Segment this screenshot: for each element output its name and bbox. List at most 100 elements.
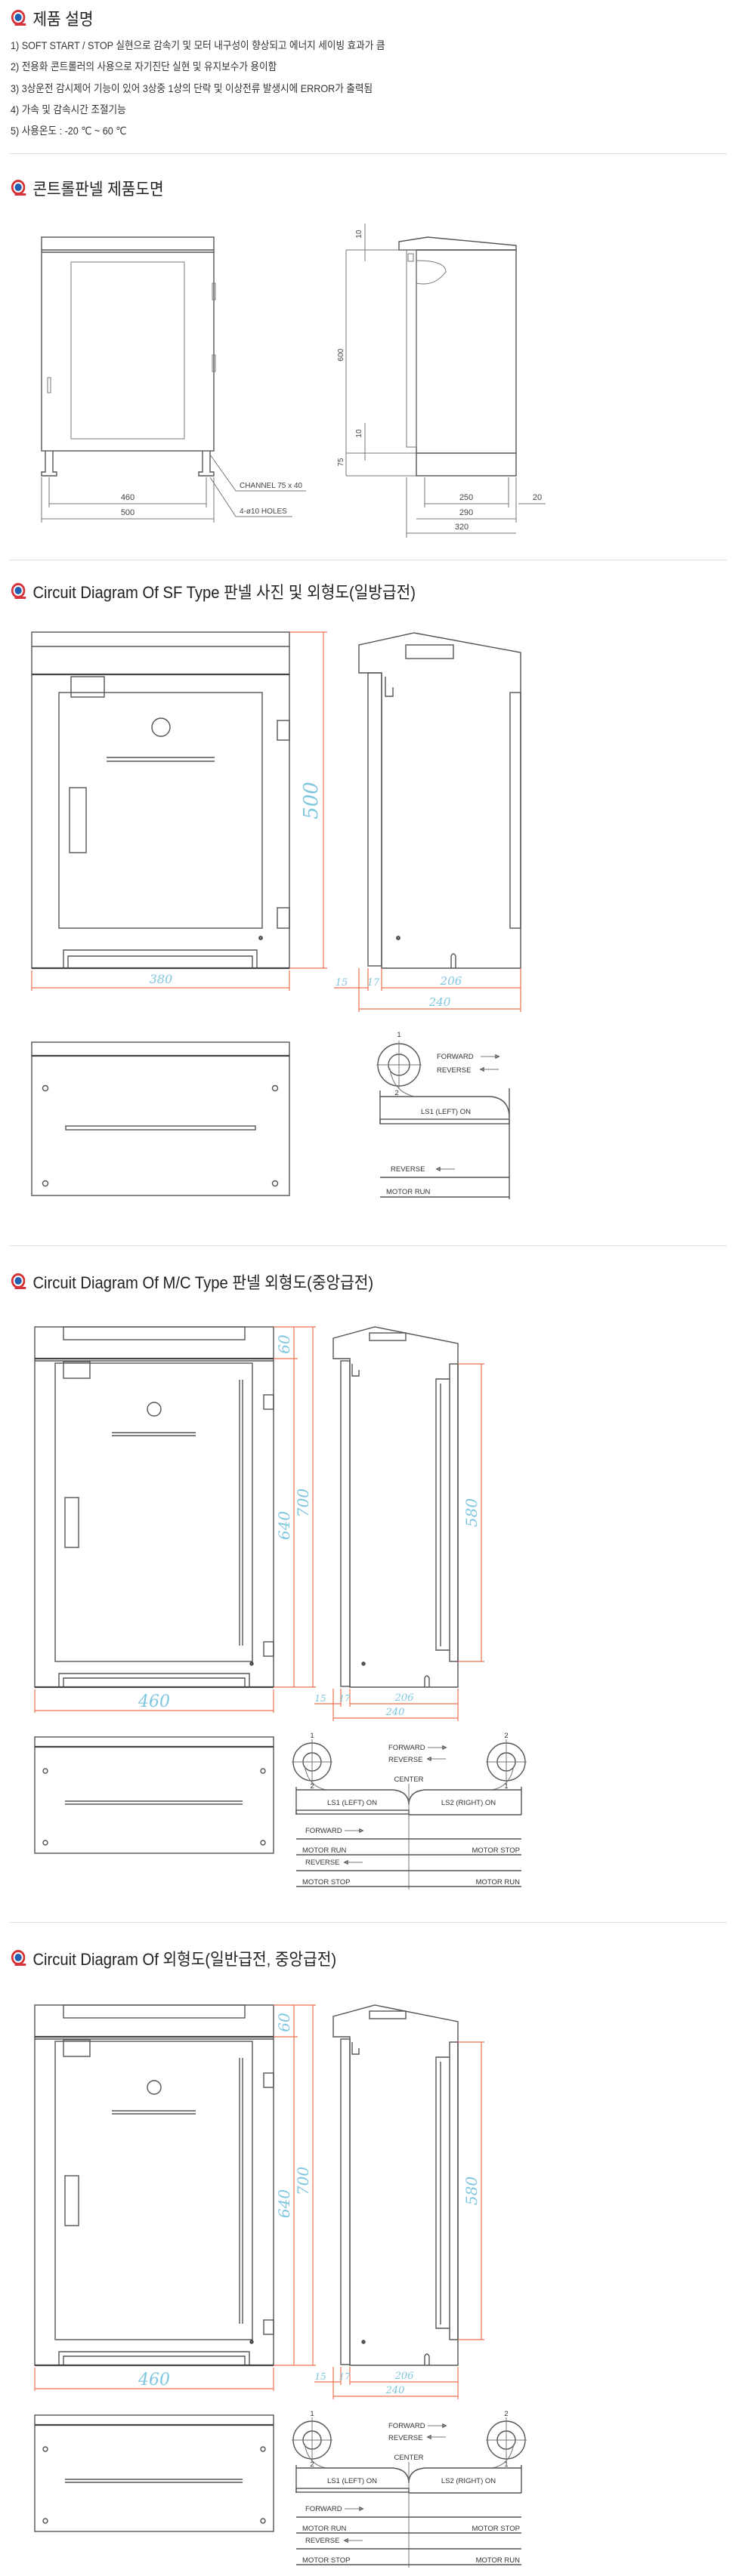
dimension-label: 15	[336, 977, 348, 989]
pulley-number: 2	[394, 1089, 398, 1097]
dimension-label: 250	[459, 493, 473, 502]
cabinet-body	[34, 2004, 274, 2366]
bolt	[424, 1675, 430, 1687]
bottom-view	[34, 1736, 274, 1854]
hook	[407, 253, 414, 262]
screw	[396, 936, 400, 940]
legend-label: CENTER	[394, 2454, 423, 2462]
door-handle	[69, 787, 87, 853]
callout-leader	[209, 477, 292, 517]
hinge	[263, 1394, 274, 1410]
row-label: MOTOR STOP	[302, 2556, 351, 2565]
top-bar	[63, 1326, 246, 1340]
door	[54, 2041, 253, 2340]
row-label: MOTOR RUN	[302, 1846, 347, 1855]
section-bullet-icon	[11, 1273, 26, 1291]
door	[58, 692, 263, 929]
row-label: MOTOR RUN	[476, 2556, 521, 2565]
dimension-label: 15	[314, 2371, 326, 2382]
switch-label: LS2 (RIGHT) ON	[441, 1799, 496, 1807]
dimension-label: 240	[428, 995, 451, 1009]
door-edge	[340, 1360, 351, 1687]
dimension-label: 15	[314, 1693, 326, 1704]
mounting-hole	[271, 1084, 279, 1092]
dimension-label: 460	[138, 2371, 170, 2389]
roof-block	[369, 2010, 407, 2019]
cable	[491, 1765, 515, 1791]
pulley-number: 1	[397, 1031, 400, 1039]
row-label: MOTOR RUN	[386, 1188, 431, 1196]
door-edge	[406, 249, 417, 448]
arrow-right-icon	[359, 2506, 364, 2512]
mounting-hole	[42, 1768, 48, 1774]
callout-label: 4-ø10 HOLES	[240, 507, 287, 516]
hinge-block	[63, 2039, 91, 2057]
desc-item: 1) SOFT START / STOP 실현으로 감속기 및 모터 내구성이 …	[11, 39, 385, 51]
door-edge	[367, 672, 382, 967]
hinge-block	[70, 676, 105, 698]
hinge	[263, 1641, 274, 1657]
indicator-lamp	[151, 717, 171, 737]
cable	[304, 1765, 327, 1791]
roof-block	[405, 644, 454, 659]
row-label: REVERSE	[305, 2537, 339, 2545]
section-divider	[9, 153, 727, 154]
mounting-hole	[260, 1768, 266, 1774]
section-heading-sf-type: Circuit Diagram Of SF Type 판넬 사진 및 외형도(일…	[11, 579, 416, 603]
dimension-label: 17	[367, 977, 380, 989]
section-title: Circuit Diagram Of 외형도(일반급전, 중앙급전)	[32, 1950, 337, 1969]
row-label: MOTOR RUN	[302, 2525, 347, 2533]
mounting-hole	[260, 2518, 266, 2524]
cabinet-bottom	[34, 2414, 274, 2532]
screw	[258, 936, 263, 940]
hinge	[277, 907, 290, 929]
side-rail	[449, 1363, 459, 1662]
arrow-left-icon	[435, 1166, 441, 1172]
screw	[249, 1661, 254, 1666]
mounting-hole	[271, 1180, 279, 1187]
row-label: FORWARD	[305, 1827, 342, 1835]
hook	[351, 1364, 360, 1377]
hatched-band	[295, 2488, 410, 2493]
legend-label: REVERSE	[388, 1756, 422, 1764]
dimension-label: 206	[394, 1692, 414, 1704]
section-bullet-icon	[11, 582, 26, 600]
row-label: MOTOR STOP	[472, 2525, 520, 2533]
pulley-number: 2	[310, 1782, 314, 1791]
mounting-hole	[42, 2518, 48, 2524]
dimension-label: 60	[275, 2013, 293, 2032]
door-handle	[64, 2175, 79, 2226]
arrow-left-icon	[343, 1859, 348, 1865]
dimension-label: 240	[385, 2385, 405, 2396]
legend-label: FORWARD	[437, 1053, 474, 1061]
dimension-label: 20	[533, 493, 542, 502]
pulley-number: 2	[310, 2460, 314, 2469]
mounting-hole	[42, 1840, 48, 1846]
dimension-label: 290	[459, 508, 473, 517]
hinge	[263, 2072, 274, 2088]
desc-item: 2) 전용화 콘트롤러의 사용으로 자기진단 실현 및 유지보수가 용이함	[11, 60, 277, 72]
desc-item: 5) 사용온도 : -20 ℃ ~ 60 ℃	[11, 125, 127, 137]
section-divider	[9, 1245, 727, 1246]
dimension-label: 75	[337, 458, 345, 467]
hinge	[212, 282, 216, 301]
mounting-hole	[42, 1180, 49, 1187]
dimension-label: 700	[294, 1489, 312, 1517]
arrow-right-icon	[442, 2423, 447, 2429]
dimension-label: 380	[150, 972, 173, 986]
screw	[361, 2340, 366, 2344]
dimension-label: 10	[355, 429, 363, 438]
switch-label: LS2 (RIGHT) ON	[441, 2477, 496, 2485]
section-bullet-icon	[11, 9, 26, 27]
cable	[491, 2443, 515, 2469]
hinge-block	[63, 1361, 91, 1379]
cabinet-bottom	[34, 1736, 274, 1854]
